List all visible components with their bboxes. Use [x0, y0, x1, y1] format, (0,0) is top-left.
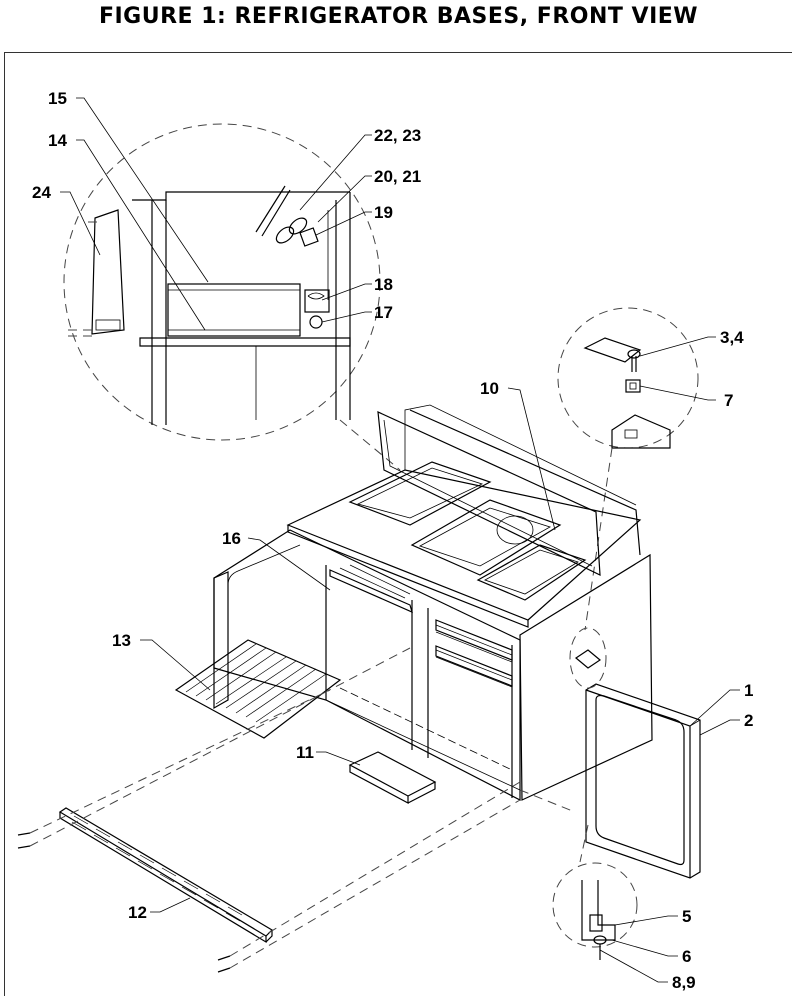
- callout-15: 15: [48, 89, 67, 108]
- wire-shelf-13: [174, 639, 342, 739]
- hinge-bracket-side: [569, 627, 607, 689]
- callout-13: 13: [112, 631, 131, 650]
- callout-6: 6: [682, 947, 691, 966]
- callout-12: 12: [128, 903, 147, 922]
- drain-tray-11: [348, 751, 437, 805]
- callout-16: 16: [222, 529, 241, 548]
- door-assembly: [585, 683, 701, 879]
- callout-11: 11: [296, 743, 314, 762]
- callout-18: 18: [374, 275, 393, 294]
- door-link: [519, 789, 576, 813]
- callout-10: 10: [480, 379, 499, 398]
- callout-20-21: 20, 21: [374, 167, 421, 186]
- detail-circle-hinge-bottom: [552, 862, 638, 960]
- leader-lines: [60, 97, 740, 983]
- callout-3-4: 3,4: [720, 328, 744, 347]
- diagram-frame: [4, 52, 792, 996]
- callout-8-9: 8,9: [672, 973, 696, 992]
- detail-circle-upper: [63, 123, 381, 441]
- callout-14: 14: [48, 131, 67, 150]
- detail-link-hinge-top: [584, 447, 613, 631]
- callout-24: 24: [32, 183, 51, 202]
- refrigerator-base-unit: [213, 404, 653, 801]
- callout-7: 7: [724, 391, 733, 410]
- callout-17: 17: [374, 303, 393, 322]
- detail-link-upper: [339, 419, 401, 471]
- callout-2: 2: [744, 711, 753, 730]
- louvered-kickplate-12: [17, 807, 273, 973]
- alignment-lines: [29, 647, 521, 969]
- figure-title: FIGURE 1: REFRIGERATOR BASES, FRONT VIEW: [98, 4, 699, 29]
- callout-1: 1: [744, 681, 753, 700]
- detail-circle-hinge-top: [557, 307, 699, 449]
- callout-22-23: 22, 23: [374, 126, 421, 145]
- detail-link-hinge-bottom: [579, 824, 589, 863]
- callout-5: 5: [682, 907, 691, 926]
- callout-19: 19: [374, 203, 393, 222]
